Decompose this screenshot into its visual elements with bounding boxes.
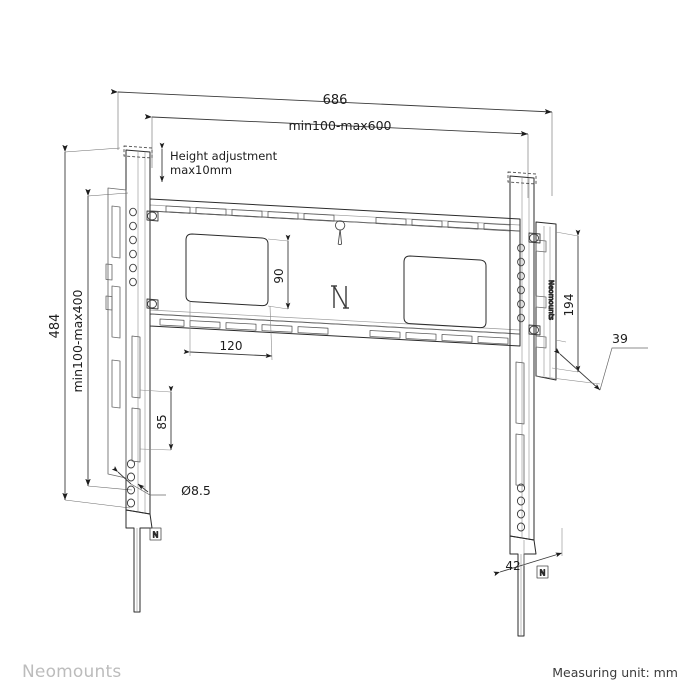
height-adjustment-line1: Height adjustment — [170, 149, 278, 163]
dim-90-label: 90 — [272, 268, 286, 283]
dimension-pad-height: 90 — [267, 234, 291, 310]
product-assembly: Neomounts N N — [105, 145, 557, 637]
main-backplate — [149, 198, 521, 347]
dimension-vertical-range: min100-max400 — [70, 188, 133, 491]
upper-rail-slots — [165, 205, 511, 232]
dimension-slot-85: 85 — [139, 385, 174, 451]
dimension-pad-width: 120 — [183, 302, 273, 361]
annotation-height-adjustment: Height adjustment max10mm — [159, 142, 278, 182]
stem-logo-left-text: N — [153, 531, 159, 540]
mounting-holes-right — [516, 483, 526, 532]
wall-plate-left — [105, 187, 127, 479]
dim-diameter-label: Ø8.5 — [181, 483, 211, 498]
vesa-pad-right — [403, 255, 487, 329]
wall-plate-right: Neomounts — [535, 221, 557, 381]
stem-logo-right-text: N — [540, 569, 546, 578]
dimension-overall-height: 484 — [48, 144, 131, 509]
mounting-holes-left — [126, 459, 136, 508]
dim-85-label: 85 — [155, 414, 169, 429]
dim-194-label: 194 — [562, 294, 576, 317]
dim-39-label: 39 — [612, 331, 628, 346]
footer-bar: Neomounts Measuring unit: mm — [0, 654, 700, 700]
vesa-pad-left — [185, 233, 269, 307]
dim-120-label: 120 — [220, 339, 243, 353]
dimension-depth-42: 42 — [493, 528, 563, 577]
dim-range-v-label: min100-max400 — [70, 289, 85, 392]
dim-42-label: 42 — [505, 559, 520, 573]
dimension-overall-width: 686 — [110, 88, 553, 196]
dim-484-label: 484 — [48, 314, 63, 339]
keyhole-slot — [335, 220, 346, 245]
brand-logo-text: Neomounts — [22, 662, 122, 682]
callout-hole-diameter: Ø8.5 — [111, 466, 211, 498]
dimension-depth-39: 39 — [535, 331, 648, 391]
stem-logo-right: N — [536, 565, 549, 579]
bracket-arm-right — [507, 171, 537, 637]
stem-logo-left: N — [149, 527, 162, 541]
height-adjustment-line2: max10mm — [170, 163, 232, 177]
pivot-fittings — [146, 210, 541, 336]
product-logo-n — [331, 285, 349, 309]
plate-brand-text: Neomounts — [547, 280, 555, 321]
lower-rail-slots — [159, 318, 509, 345]
dimension-horizontal-range: min100-max600 — [144, 113, 529, 198]
measuring-unit-note: Measuring unit: mm — [552, 665, 678, 680]
dim-range-h-label: min100-max600 — [288, 118, 391, 133]
dim-686-label: 686 — [323, 93, 348, 108]
